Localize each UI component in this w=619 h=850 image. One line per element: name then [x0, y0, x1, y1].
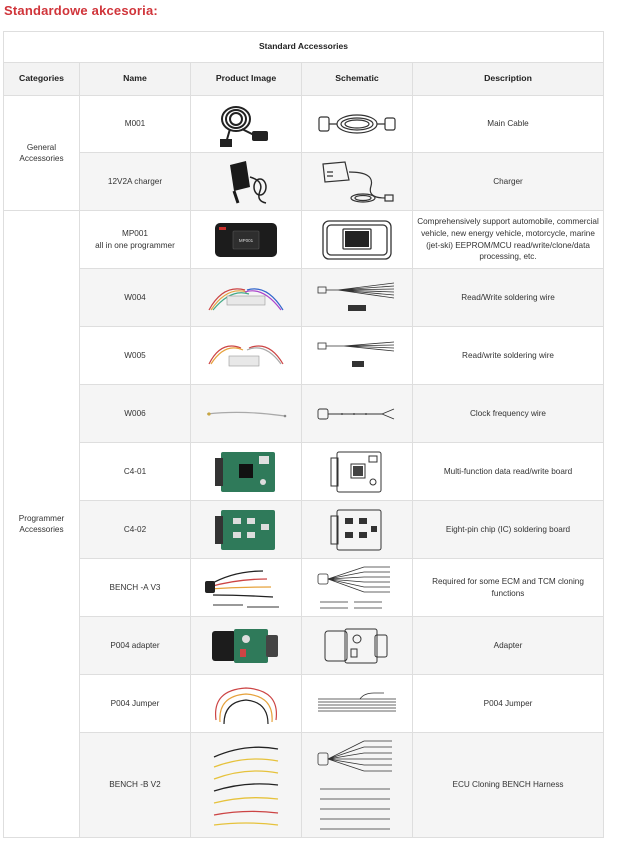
- table-row: W005 Read/write soldering wire: [4, 326, 605, 385]
- table-row: C4-01 Multi-function data read/write boa…: [4, 442, 605, 501]
- item-name-line2: all in one programmer: [95, 240, 175, 250]
- table-row: W004 Read/Write soldering wire: [4, 268, 605, 327]
- schematic-cell: [301, 152, 413, 211]
- product-image-cell: MP001: [190, 210, 302, 269]
- item-description: Read/write soldering wire: [411, 326, 605, 385]
- item-name: W006: [79, 384, 191, 443]
- bench-a-v3-schematic: [317, 566, 390, 608]
- schematic-cell: [301, 210, 413, 269]
- p004-adapter-image: [212, 628, 278, 663]
- table-row: BENCH -A V3 Required for som: [4, 558, 605, 617]
- soldering-wire-w004-image: [208, 287, 284, 310]
- device-brand-label: MP001: [239, 238, 254, 243]
- board-c4-01-image: [215, 451, 275, 492]
- main-cable-schematic: [318, 114, 396, 134]
- product-image-cell: [190, 384, 302, 443]
- schematic-cell: [301, 442, 413, 501]
- bench-a-v3-image: [205, 569, 279, 607]
- col-header-product-image: Product Image: [190, 62, 302, 96]
- table-title: Standard Accessories: [2, 31, 605, 63]
- programmer-device-image: MP001: [215, 222, 277, 257]
- col-header-name: Name: [79, 62, 191, 96]
- item-description: P004 Jumper: [411, 674, 605, 733]
- product-image-cell: [190, 500, 302, 559]
- section-heading: Standardowe akcesoria:: [4, 3, 158, 18]
- category-programmer: Programmer Accessories: [3, 210, 80, 838]
- item-description: Main Cable: [411, 95, 605, 153]
- clock-wire-schematic: [317, 408, 395, 419]
- table-row: General Accessories M001 Main Cable: [3, 95, 605, 211]
- product-image-cell: [190, 558, 302, 617]
- item-description: Read/Write soldering wire: [411, 268, 605, 327]
- table-header-row: Categories Name Product Image Schematic …: [3, 62, 605, 96]
- schematic-cell: [301, 616, 413, 675]
- schematic-cell: [301, 95, 413, 153]
- product-image-cell: [190, 326, 302, 385]
- product-image-cell: [190, 616, 302, 675]
- item-description: Required for some ECM and TCM cloning fu…: [411, 558, 605, 617]
- item-description: Comprehensively support automobile, comm…: [411, 210, 605, 269]
- product-image-cell: [190, 268, 302, 327]
- item-name: P004 Jumper: [79, 674, 191, 733]
- p004-jumper-schematic: [318, 692, 396, 711]
- soldering-wire-w005-image: [208, 344, 284, 366]
- p004-jumper-image: [214, 686, 278, 724]
- item-name: P004 adapter: [79, 616, 191, 675]
- p004-adapter-schematic: [324, 628, 388, 663]
- schematic-cell: [301, 732, 413, 838]
- item-name: 12V2A charger: [79, 152, 191, 211]
- item-name: BENCH -B V2: [79, 732, 191, 838]
- charger-schematic: [322, 160, 394, 203]
- soldering-wire-w005-schematic: [317, 341, 395, 367]
- bench-b-v2-image: [213, 746, 279, 826]
- schematic-cell: [301, 558, 413, 617]
- soldering-wire-w004-schematic: [317, 282, 395, 311]
- schematic-cell: [301, 326, 413, 385]
- table-row: P004 Jumper P004 Jumper: [4, 674, 605, 733]
- table-row: 12V2A charger Charger: [4, 152, 605, 211]
- product-image-cell: [190, 95, 302, 153]
- programmer-schematic: [322, 219, 392, 260]
- item-description: ECU Cloning BENCH Harness: [411, 732, 605, 838]
- item-name: W005: [79, 326, 191, 385]
- item-description: Adapter: [411, 616, 605, 675]
- table-title-row: Standard Accessories: [2, 31, 605, 63]
- schematic-cell: [301, 500, 413, 559]
- accessories-table: Standard Accessories Categories Name Pro…: [2, 31, 605, 838]
- col-header-categories: Categories: [3, 62, 80, 96]
- charger-image: [230, 160, 267, 204]
- table-row: C4-02 Eight-pin chip (I: [4, 500, 605, 559]
- product-image-cell: [190, 732, 302, 838]
- table-row: W006 Clock frequency wire: [4, 384, 605, 443]
- col-header-description: Description: [411, 62, 605, 96]
- item-name: M001: [79, 95, 191, 153]
- item-name: C4-01: [79, 442, 191, 501]
- item-description: Multi-function data read/write board: [411, 442, 605, 501]
- item-description: Charger: [411, 152, 605, 211]
- col-header-schematic: Schematic: [301, 62, 413, 96]
- bench-b-v2-schematic: [317, 740, 392, 830]
- board-c4-02-image: [215, 509, 275, 550]
- product-image-cell: [190, 674, 302, 733]
- schematic-cell: [301, 384, 413, 443]
- product-image-cell: [190, 442, 302, 501]
- product-image-cell: [190, 152, 302, 211]
- table-row: P004 adapter Adapter: [4, 616, 605, 675]
- item-description: Clock frequency wire: [411, 384, 605, 443]
- item-name: W004: [79, 268, 191, 327]
- clock-wire-image: [206, 411, 287, 417]
- item-name: C4-02: [79, 500, 191, 559]
- board-c4-01-schematic: [330, 451, 382, 492]
- board-c4-02-schematic: [330, 509, 382, 550]
- main-cable-image: [220, 106, 268, 147]
- category-general: General Accessories: [3, 95, 80, 211]
- schematic-cell: [301, 268, 413, 327]
- item-description: Eight-pin chip (IC) soldering board: [411, 500, 605, 559]
- table-row: BENCH -B V2 ECU Cloning: [4, 732, 605, 838]
- item-name-line1: MP001: [122, 229, 148, 239]
- item-name: BENCH -A V3: [79, 558, 191, 617]
- schematic-cell: [301, 674, 413, 733]
